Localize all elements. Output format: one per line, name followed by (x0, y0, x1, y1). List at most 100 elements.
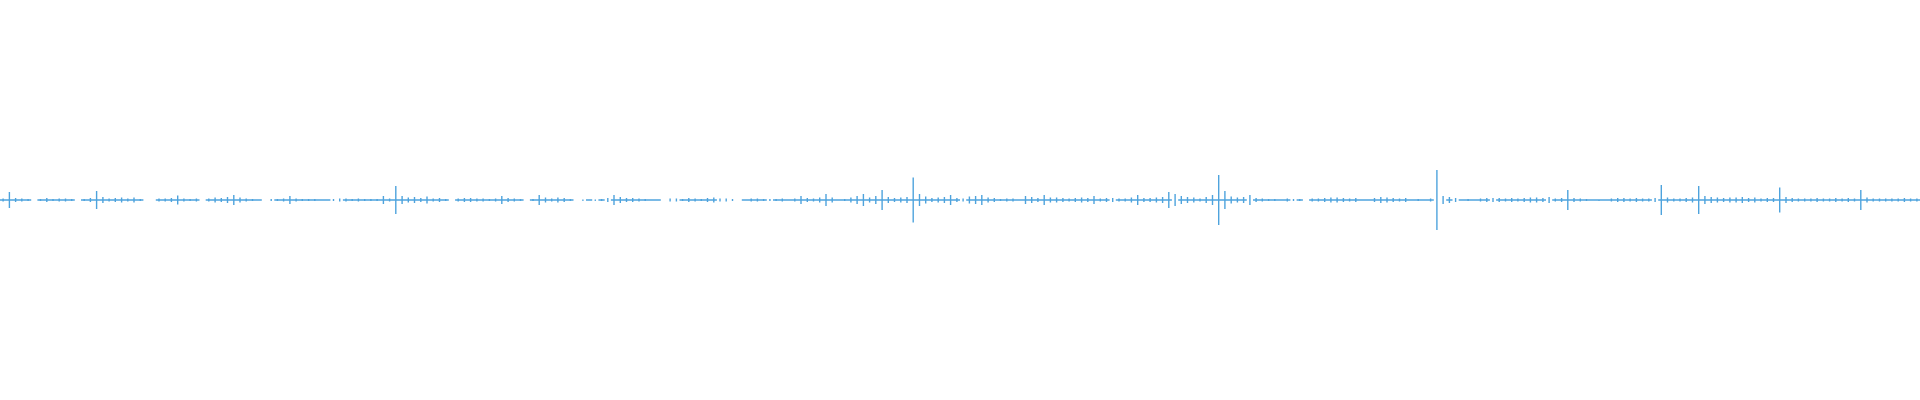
waveform-sample (937, 197, 939, 203)
waveform-sample (1205, 197, 1207, 203)
waveform-sample (1161, 197, 1164, 203)
waveform-sample (345, 198, 347, 202)
waveform-sample (1660, 185, 1662, 215)
waveform-sample (1174, 194, 1176, 206)
waveform-sample (1267, 199, 1270, 201)
waveform-sample (600, 199, 603, 201)
waveform-sample (1218, 175, 1220, 225)
waveform-sample (1342, 198, 1345, 202)
waveform-sample (1585, 199, 1588, 201)
waveform-sample (1498, 198, 1500, 202)
waveform-sample (800, 196, 802, 204)
waveform-sample (2, 198, 4, 202)
waveform-sample (906, 197, 908, 203)
waveform-sample (1791, 198, 1793, 202)
waveform-sample (114, 198, 116, 202)
waveform-sample (1679, 198, 1681, 202)
waveform-sample (675, 198, 678, 202)
waveform-sample (825, 194, 827, 206)
waveform-sample (195, 198, 198, 202)
waveform-sample (1685, 198, 1687, 202)
waveform-sample (513, 198, 515, 202)
waveform-sample (1666, 197, 1669, 203)
waveform-sample (357, 198, 360, 202)
waveform-sample (856, 196, 858, 204)
waveform-sample (1492, 198, 1494, 202)
waveform-sample (1885, 198, 1887, 202)
waveform-sample (669, 198, 671, 202)
waveform-sample (413, 197, 416, 203)
waveform-sample (1074, 198, 1076, 202)
waveform-sample (1087, 198, 1089, 202)
waveform-sample (1841, 198, 1843, 202)
waveform-sample (1691, 197, 1694, 203)
waveform-sample (1828, 198, 1831, 202)
waveform-sample (214, 197, 216, 203)
waveform-sample (282, 198, 285, 202)
waveform-sample (1137, 195, 1139, 205)
waveform-sample (1897, 198, 1899, 202)
waveform-sample (681, 199, 684, 201)
waveform-sample (1529, 197, 1532, 203)
waveform-sample (1429, 198, 1432, 202)
waveform-sample (1641, 198, 1644, 202)
waveform-sample (445, 199, 447, 201)
waveform-sample (189, 199, 191, 201)
waveform-sample (245, 198, 247, 202)
waveform-sample (1380, 197, 1382, 203)
waveform-sample (1436, 170, 1438, 230)
waveform-sample (1049, 197, 1052, 203)
waveform-sample (625, 198, 628, 202)
waveform-sample (1080, 197, 1083, 203)
waveform-sample (177, 195, 179, 205)
waveform-sample (868, 197, 871, 203)
waveform-sample (725, 198, 727, 202)
waveform-sample (1847, 198, 1849, 202)
waveform-sample (1797, 198, 1800, 202)
waveform-sample (688, 198, 690, 202)
waveform-sample (1355, 198, 1357, 202)
waveform-sample (844, 199, 846, 201)
waveform-sample (1193, 197, 1195, 203)
waveform-sample (339, 198, 341, 202)
waveform-sample (1710, 197, 1712, 203)
waveform-sample (563, 198, 565, 202)
waveform-sample (1186, 197, 1189, 203)
waveform-sample (1168, 192, 1170, 208)
waveform-sample (501, 196, 503, 204)
waveform-sample (370, 199, 372, 201)
waveform-sample (1249, 195, 1251, 205)
waveform-sample (1866, 197, 1868, 203)
waveform-sample (1722, 198, 1725, 202)
waveform-sample (239, 197, 241, 203)
waveform-sample (887, 197, 889, 203)
waveform-sample (307, 199, 310, 201)
waveform-sample (1317, 198, 1320, 202)
waveform-sample (987, 197, 989, 203)
waveform-sample (1292, 199, 1295, 201)
waveform-sample (1903, 198, 1906, 202)
waveform-sample (943, 197, 946, 203)
waveform-sample (532, 199, 534, 201)
waveform-sample (1523, 198, 1525, 202)
waveform-sample (638, 198, 640, 202)
waveform-sample (1853, 198, 1856, 202)
waveform-sample (1835, 198, 1837, 202)
waveform-sample (1236, 197, 1239, 203)
waveform-sample (519, 199, 522, 201)
waveform-sample (382, 196, 385, 204)
waveform-sample (1567, 190, 1569, 210)
waveform-sample (52, 199, 54, 201)
waveform-sample (21, 198, 23, 202)
waveform-sample (1729, 197, 1731, 203)
waveform-sample (775, 199, 777, 201)
waveform-sample (432, 198, 434, 202)
waveform-sample (494, 198, 497, 202)
waveform-sample (233, 195, 235, 205)
waveform-sample (551, 198, 553, 202)
waveform-sample (1099, 198, 1101, 202)
waveform-sample (1467, 199, 1469, 201)
waveform-sample (1118, 198, 1120, 202)
waveform-sample (39, 199, 42, 201)
